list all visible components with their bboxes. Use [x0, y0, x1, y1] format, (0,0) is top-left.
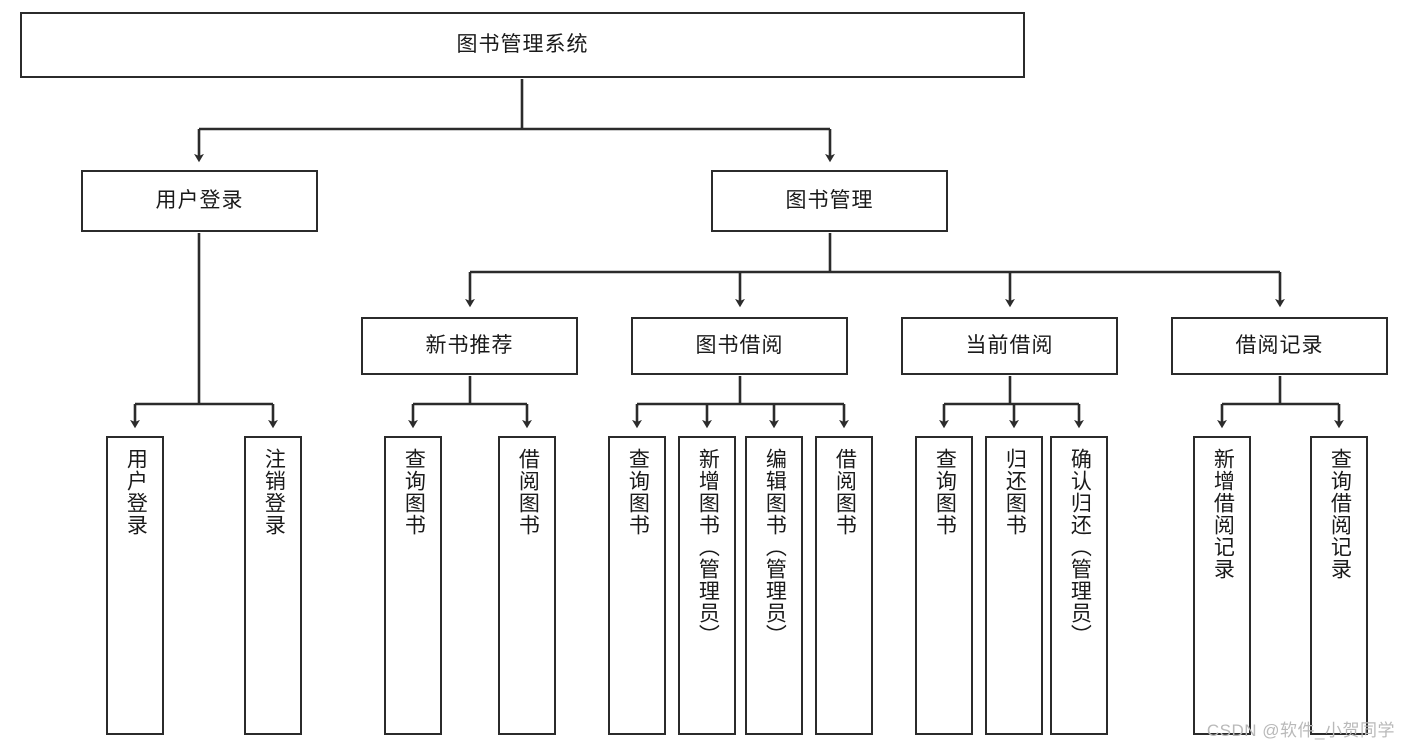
leaf-record-add-record[interactable]: 新增借阅记录: [1193, 436, 1251, 735]
leaf-current-query-book[interactable]: 查询图书: [915, 436, 973, 735]
leaf-borrow-edit-book-admin[interactable]: 编辑图书（管理员）: [745, 436, 803, 735]
node-user-login[interactable]: 用户登录: [81, 170, 318, 232]
node-label: 新书推荐: [425, 334, 514, 358]
node-label: 图书管理系统: [456, 33, 589, 57]
leaf-recommend-query-book[interactable]: 查询图书: [384, 436, 442, 735]
node-label: 注销登录: [262, 448, 286, 536]
node-label: 当前借阅: [965, 334, 1054, 358]
node-book-borrow[interactable]: 图书借阅: [631, 317, 848, 375]
node-label: 借阅图书: [516, 448, 540, 536]
leaf-user-login-signout[interactable]: 注销登录: [244, 436, 302, 735]
node-new-book-recommend[interactable]: 新书推荐: [361, 317, 578, 375]
node-root-system[interactable]: 图书管理系统: [20, 12, 1025, 78]
leaf-recommend-borrow-book[interactable]: 借阅图书: [498, 436, 556, 735]
node-label: 编辑图书（管理员）: [763, 448, 787, 646]
node-label: 归还图书: [1003, 448, 1027, 536]
leaf-record-query-record[interactable]: 查询借阅记录: [1310, 436, 1368, 735]
csdn-watermark: CSDN @软件_小贺同学: [1206, 721, 1395, 740]
node-label: 查询借阅记录: [1328, 448, 1352, 580]
leaf-current-return-book[interactable]: 归还图书: [985, 436, 1043, 735]
node-label: 新增图书（管理员）: [696, 448, 720, 646]
node-label: 用户登录: [155, 189, 244, 213]
node-label: 查询图书: [626, 448, 650, 536]
leaf-borrow-add-book-admin[interactable]: 新增图书（管理员）: [678, 436, 736, 735]
node-label: 查询图书: [933, 448, 957, 536]
node-label: 图书管理: [785, 189, 874, 213]
node-label: 新增借阅记录: [1211, 448, 1235, 580]
node-label: 确认归还（管理员）: [1068, 448, 1092, 646]
leaf-borrow-borrow-book[interactable]: 借阅图书: [815, 436, 873, 735]
node-label: 查询图书: [402, 448, 426, 536]
leaf-current-confirm-return-admin[interactable]: 确认归还（管理员）: [1050, 436, 1108, 735]
node-borrow-record[interactable]: 借阅记录: [1171, 317, 1388, 375]
node-label: 借阅记录: [1235, 334, 1324, 358]
leaf-borrow-query-book[interactable]: 查询图书: [608, 436, 666, 735]
leaf-user-login-signin[interactable]: 用户登录: [106, 436, 164, 735]
node-label: 图书借阅: [695, 334, 784, 358]
node-label: 用户登录: [124, 448, 148, 536]
node-book-management[interactable]: 图书管理: [711, 170, 948, 232]
node-label: 借阅图书: [833, 448, 857, 536]
node-current-borrow[interactable]: 当前借阅: [901, 317, 1118, 375]
